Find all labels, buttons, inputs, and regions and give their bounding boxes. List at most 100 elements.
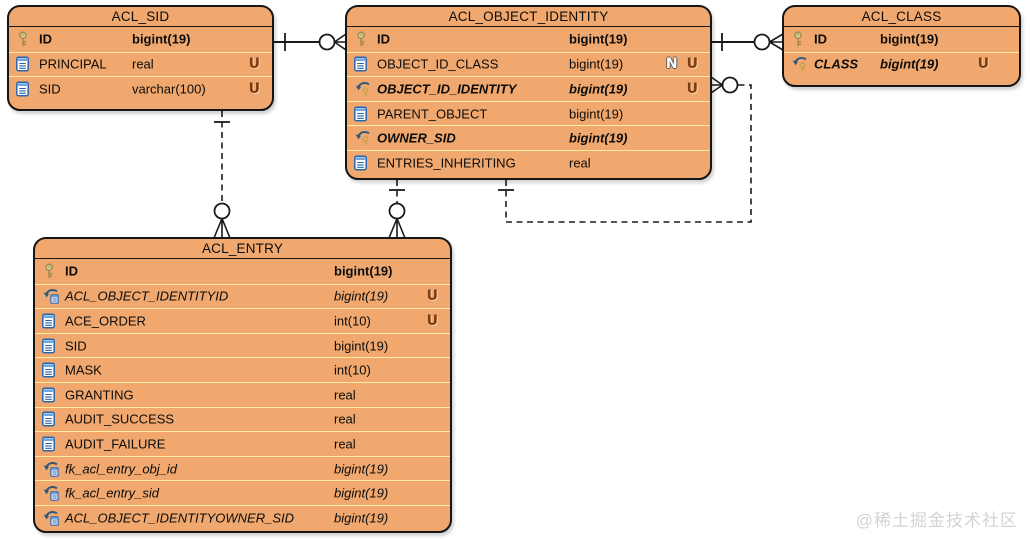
column-type: int(10) [334, 313, 371, 329]
table-row[interactable]: OBJECT_ID_IDENTITY bigint(19) U [347, 76, 710, 101]
row-badges: U [427, 289, 438, 303]
table-rows: ID bigint(19) PRINCIPAL real U SID varch… [9, 27, 272, 101]
column-name: ID [39, 31, 52, 47]
foreign-key-icon [354, 81, 372, 97]
table-row[interactable]: ACL_OBJECT_IDENTITYOWNER_SID bigint(19) [35, 504, 450, 530]
relationship-aclsid-aclentry[interactable] [213, 111, 231, 239]
table-row[interactable]: GRANTING real [35, 381, 450, 407]
column-icon [354, 57, 367, 72]
n-badge: N [665, 56, 678, 73]
column-name: fk_acl_entry_sid [65, 485, 159, 501]
column-name: AUDIT_SUCCESS [65, 411, 175, 427]
column-type: real [334, 387, 356, 403]
table-row[interactable]: ID bigint(19) [9, 27, 272, 52]
table-row[interactable]: SID bigint(19) [35, 332, 450, 358]
column-icon [42, 363, 55, 378]
table-title[interactable]: ACL_CLASS [784, 7, 1019, 27]
column-name: PRINCIPAL [39, 56, 107, 72]
relationship-aclobjectidentity-aclentry[interactable] [388, 180, 406, 239]
column-type: bigint(19) [569, 81, 628, 97]
column-name: ID [377, 31, 390, 47]
table-rows: ID bigint(19) CLASS bigint(19) U [784, 27, 1019, 76]
table-acl-class[interactable]: ACL_CLASS ID bigint(19) CLASS bigint(19)… [782, 5, 1021, 87]
column-name: ACL_OBJECT_IDENTITYOWNER_SID [65, 510, 294, 526]
table-row[interactable]: PRINCIPAL real U [9, 51, 272, 77]
row-badges: U [978, 57, 989, 71]
table-row[interactable]: ACE_ORDER int(10) U [35, 308, 450, 333]
column-type: bigint(19) [334, 263, 393, 279]
foreign-key-icon [791, 56, 809, 72]
table-title[interactable]: ACL_ENTRY [35, 239, 450, 259]
table-row[interactable]: fk_acl_entry_sid bigint(19) [35, 480, 450, 505]
column-type: int(10) [334, 362, 371, 378]
column-type: bigint(19) [334, 510, 389, 526]
column-name: OBJECT_ID_IDENTITY [377, 81, 517, 97]
foreign-key-icon [42, 485, 60, 501]
unique-badge: U [426, 312, 438, 329]
column-type: bigint(19) [880, 31, 939, 47]
table-row[interactable]: ACL_OBJECT_IDENTITYID bigint(19) U [35, 283, 450, 309]
column-name: OBJECT_ID_CLASS [377, 56, 499, 72]
primary-key-icon [42, 263, 56, 279]
unique-badge: U [686, 56, 698, 73]
primary-key-icon [16, 31, 30, 47]
table-row[interactable]: OWNER_SID bigint(19) [347, 125, 710, 150]
table-row[interactable]: SID varchar(100) U [9, 76, 272, 101]
column-icon [42, 313, 55, 328]
row-badges: U [249, 82, 260, 96]
watermark: @稀土掘金技术社区 [855, 511, 1018, 530]
table-row[interactable]: ID bigint(19) [347, 27, 710, 52]
row-badges: U [249, 57, 260, 71]
column-name: SID [39, 81, 61, 97]
relationship-aclobjectidentity-self[interactable] [498, 76, 752, 223]
table-title[interactable]: ACL_SID [9, 7, 272, 27]
row-badges: U [687, 82, 698, 96]
column-icon [16, 57, 29, 72]
column-type: real [334, 436, 356, 452]
table-acl-object-identity[interactable]: ACL_OBJECT_IDENTITY ID bigint(19) OBJECT… [345, 5, 712, 180]
table-row[interactable]: MASK int(10) [35, 357, 450, 382]
table-row[interactable]: CLASS bigint(19) U [784, 51, 1019, 77]
column-name: ENTRIES_INHERITING [377, 155, 516, 171]
column-type: bigint(19) [569, 130, 628, 146]
table-row[interactable]: PARENT_OBJECT bigint(19) [347, 100, 710, 126]
table-rows: ID bigint(19) OBJECT_ID_CLASS bigint(19)… [347, 27, 710, 175]
row-badges: U [427, 314, 438, 328]
relationship-aclobjectidentity-aclclass[interactable] [710, 33, 784, 51]
foreign-key-icon [42, 461, 60, 477]
primary-key-icon [791, 31, 805, 47]
column-name: MASK [65, 362, 102, 378]
column-type: varchar(100) [132, 81, 206, 97]
column-name: ID [65, 263, 78, 279]
table-acl-entry[interactable]: ACL_ENTRY ID bigint(19) ACL_OBJECT_IDENT… [33, 237, 452, 533]
table-row[interactable]: ID bigint(19) [35, 259, 450, 284]
column-type: bigint(19) [880, 56, 939, 72]
unique-badge: U [686, 80, 698, 97]
table-row[interactable]: fk_acl_entry_obj_id bigint(19) [35, 455, 450, 481]
table-title[interactable]: ACL_OBJECT_IDENTITY [347, 7, 710, 27]
unique-badge: U [248, 56, 260, 73]
table-row[interactable]: ID bigint(19) [784, 27, 1019, 52]
column-icon [42, 412, 55, 427]
column-name: OWNER_SID [377, 130, 456, 146]
column-type: bigint(19) [569, 56, 624, 72]
column-type: real [132, 56, 154, 72]
column-type: bigint(19) [334, 461, 389, 477]
table-row[interactable]: AUDIT_SUCCESS real [35, 406, 450, 432]
relationship-aclsid-aclobjectidentity[interactable] [272, 33, 347, 51]
table-row[interactable]: ENTRIES_INHERITING real [347, 149, 710, 175]
table-row[interactable]: AUDIT_FAILURE real [35, 431, 450, 456]
column-name: CLASS [814, 56, 859, 72]
table-acl-sid[interactable]: ACL_SID ID bigint(19) PRINCIPAL real U S… [7, 5, 274, 111]
column-icon [42, 387, 55, 402]
column-type: bigint(19) [569, 106, 624, 122]
column-icon [354, 106, 367, 121]
column-type: real [334, 411, 356, 427]
column-type: bigint(19) [334, 338, 389, 354]
column-icon [354, 155, 367, 170]
column-name: SID [65, 338, 87, 354]
